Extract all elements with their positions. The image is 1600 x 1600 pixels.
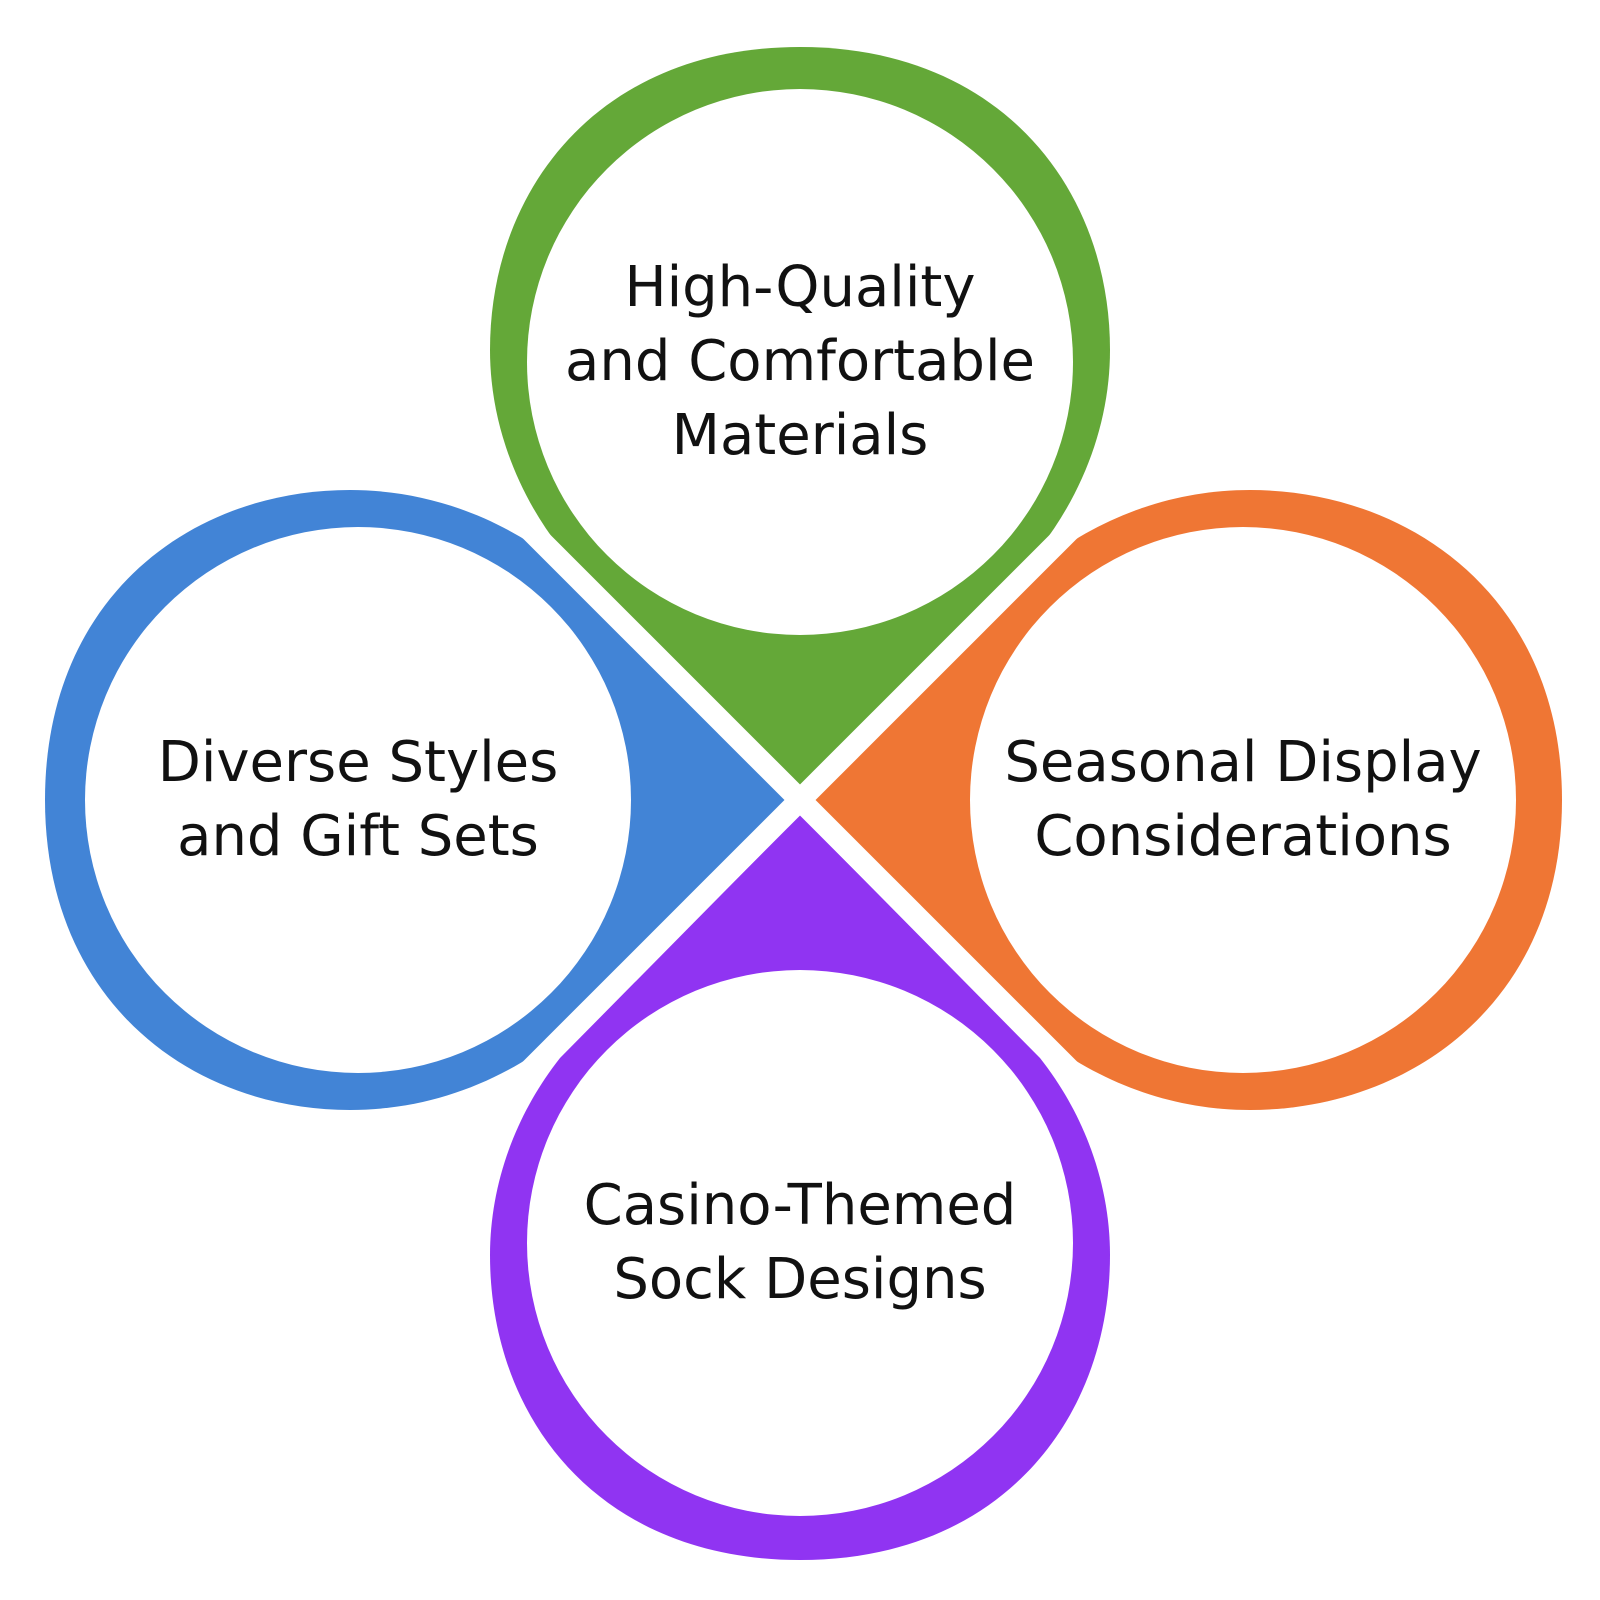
separator-diagonal-b [512,512,1088,1088]
label-bottom-line-1: Casino-Themed [583,1173,1017,1238]
petal-left [45,490,792,1110]
label-right-line-2: Considerations [1034,804,1452,869]
petal-right [808,490,1562,1110]
petal-top-inner [527,89,1073,635]
label-left-line-1: Diverse Styles [157,730,559,795]
petal-top [490,47,1110,792]
petal-bottom [490,815,1110,1560]
label-top-line-1: High-Quality [624,255,976,320]
label-bottom: Casino-Themed Sock Designs [584,1169,1017,1317]
label-top: High-Quality and Comfortable Materials [565,251,1035,473]
label-bottom-line-2: Sock Designs [613,1247,987,1312]
petal-right-inner [970,527,1516,1073]
label-right: Seasonal Display Considerations [1004,726,1481,874]
label-top-line-2: and Comfortable [565,329,1035,394]
petal-bottom-inner [527,970,1073,1516]
label-left: Diverse Styles and Gift Sets [158,726,559,874]
label-right-line-1: Seasonal Display [1004,730,1482,795]
label-left-line-2: and Gift Sets [177,804,539,869]
petal-left-inner [85,527,631,1073]
petal-separators [512,512,1088,1088]
label-top-line-3: Materials [671,403,929,468]
